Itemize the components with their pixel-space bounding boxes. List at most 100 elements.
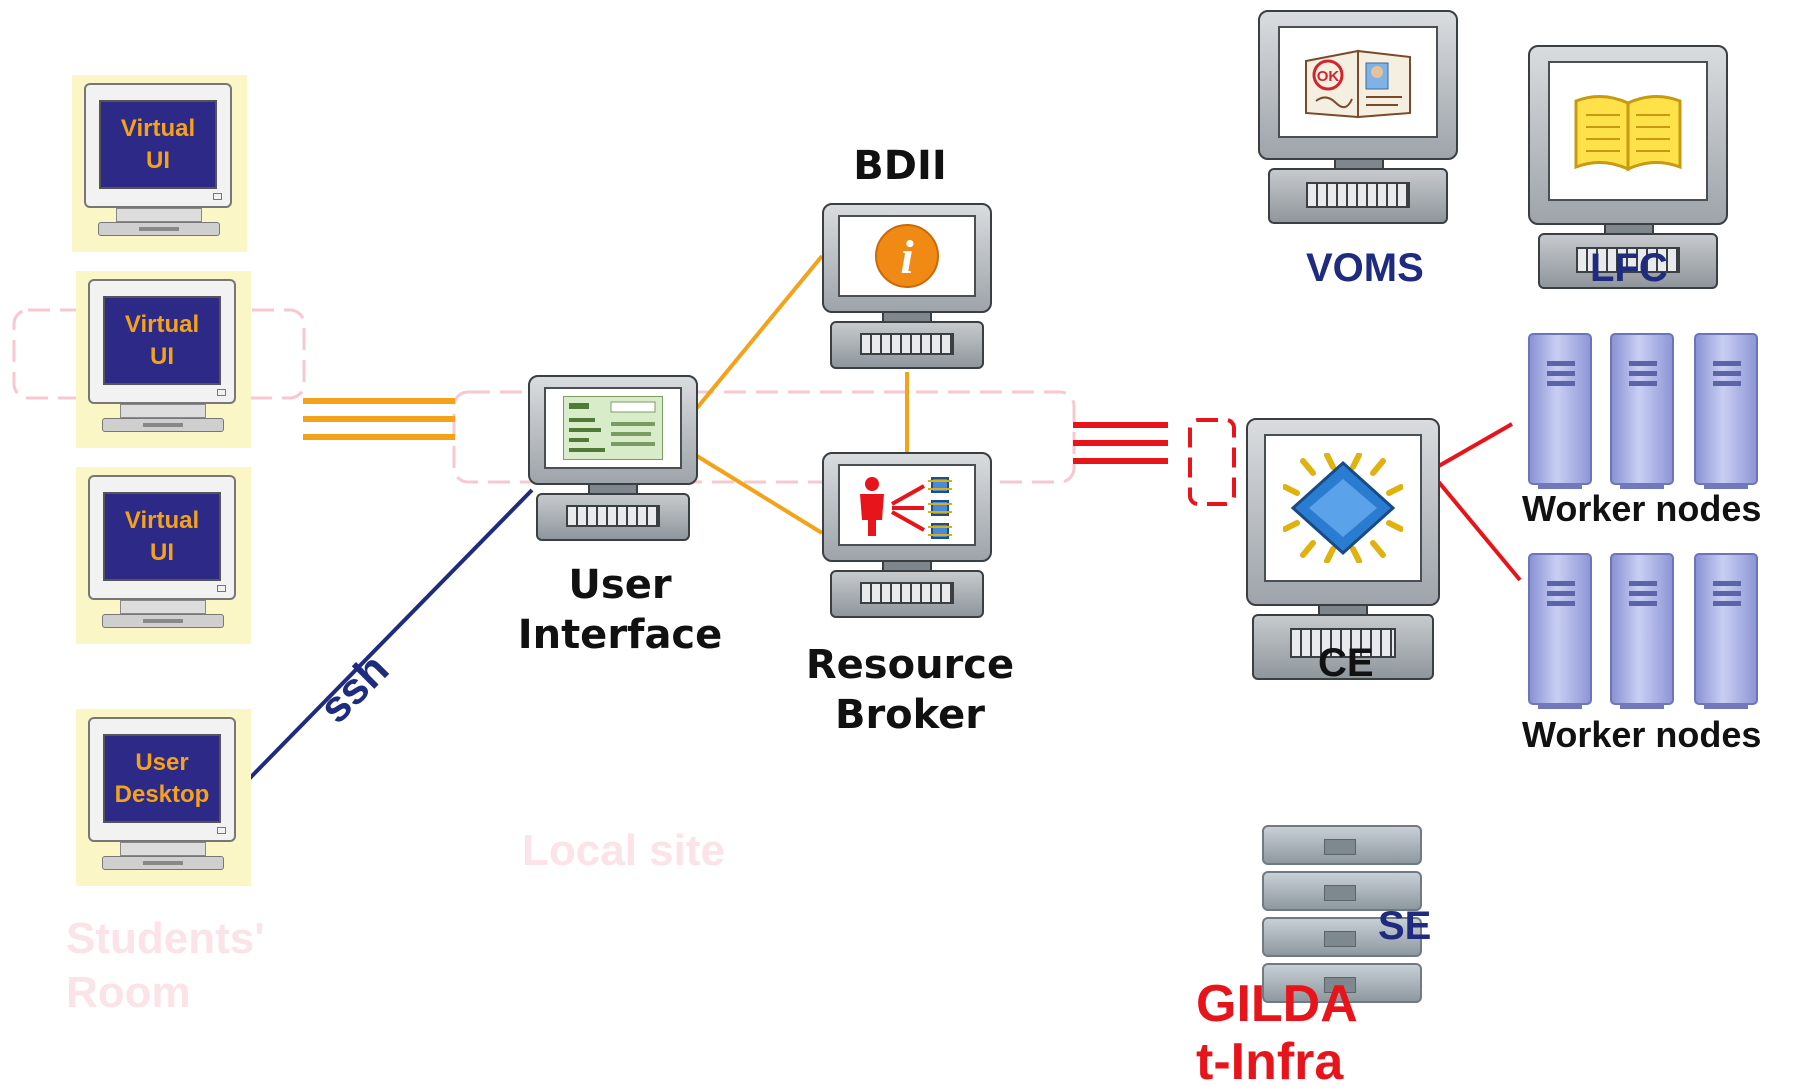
lfc-computer[interactable] [1528, 45, 1728, 290]
form-icon [563, 396, 663, 460]
monitor-bezel: User Desktop [88, 717, 236, 842]
students-room-label: Students' Room [66, 914, 265, 1017]
monitor-neck [120, 842, 206, 856]
drive-slot [1713, 361, 1741, 366]
monitor-base [102, 614, 224, 628]
drive-slot [1629, 361, 1657, 366]
drive-slot [1547, 381, 1575, 386]
drive-slot [1629, 581, 1657, 586]
power-led-icon [213, 193, 222, 200]
drive-slot [1713, 381, 1741, 386]
keyboard [830, 570, 984, 618]
virtual-ui-terminal-3[interactable]: Virtual UI [76, 467, 251, 644]
virtual-ui-terminal-2[interactable]: Virtual UI [76, 271, 251, 448]
bdii-computer[interactable]: i [822, 203, 992, 373]
keyboard-keys [1290, 628, 1396, 658]
server-foot [1620, 703, 1664, 709]
disk-unit [1262, 825, 1422, 865]
server-foot [1620, 483, 1664, 489]
screen [544, 387, 682, 469]
monitor [1528, 45, 1728, 225]
drive-slot [1547, 371, 1575, 376]
broker-icon [860, 477, 952, 539]
ui-links [695, 254, 909, 535]
keyboard [536, 493, 690, 541]
monitor [822, 452, 992, 562]
storage-element[interactable] [1262, 825, 1442, 1035]
keyboard-keys [1306, 182, 1410, 208]
user-interface-label: User Interface [517, 562, 723, 658]
ce-computer[interactable] [1246, 418, 1440, 680]
terminal-screen: Virtual UI [103, 492, 221, 581]
resource-broker-computer[interactable] [822, 452, 992, 622]
monitor-bezel: Virtual UI [84, 83, 232, 208]
user-interface-computer[interactable] [528, 375, 698, 545]
terminal-screen: Virtual UI [103, 296, 221, 385]
monitor [528, 375, 698, 485]
local-site-label: Local site [522, 826, 725, 875]
svg-text:i: i [900, 231, 914, 284]
virtual-ui-label-2: Virtual UI [124, 310, 200, 370]
red-triple-link [1073, 422, 1168, 464]
terminal-screen: User Desktop [103, 734, 221, 823]
virtual-ui-terminal-1[interactable]: Virtual UI [72, 75, 247, 252]
monitor: OK [1258, 10, 1458, 160]
worker-node-server-3[interactable] [1694, 333, 1758, 489]
drive-slot [1629, 591, 1657, 596]
disk-unit [1262, 871, 1422, 911]
monitor-base [102, 418, 224, 432]
book-icon [1574, 95, 1682, 172]
power-led-icon [217, 585, 226, 592]
screen [1548, 61, 1708, 201]
user-desktop-terminal[interactable]: User Desktop [76, 709, 251, 886]
power-led-icon [217, 827, 226, 834]
monitor-neck [120, 600, 206, 614]
ssh-link [246, 488, 534, 782]
monitor [1246, 418, 1440, 606]
server-foot [1538, 703, 1582, 709]
drive-slot [1629, 601, 1657, 606]
voms-computer[interactable]: OK [1258, 10, 1458, 230]
monitor-neck [116, 208, 202, 222]
worker-node-server-4[interactable] [1528, 553, 1592, 709]
ce-label: CE [1318, 641, 1374, 685]
terminal-screen: Virtual UI [99, 100, 217, 189]
chip-icon [1283, 453, 1403, 563]
gilda-region [1188, 418, 1236, 506]
keyboard [830, 321, 984, 369]
svg-text:OK: OK [1317, 68, 1340, 85]
screen: OK [1278, 26, 1438, 138]
keyboard-keys [1576, 247, 1680, 273]
info-icon: i [875, 224, 939, 288]
server-foot [1704, 483, 1748, 489]
drive-slot [1713, 371, 1741, 376]
disk-bay [1324, 977, 1356, 993]
worker-node-server-5[interactable] [1610, 553, 1674, 709]
user-desktop-label: User Desktop [114, 748, 210, 808]
drive-slot [1547, 591, 1575, 596]
keyboard [1252, 614, 1434, 680]
worker-node-server-6[interactable] [1694, 553, 1758, 709]
disk-unit [1262, 963, 1422, 1003]
drive-slot [1629, 381, 1657, 386]
disk-unit [1262, 917, 1422, 957]
drive-slot [1713, 581, 1741, 586]
server-foot [1704, 703, 1748, 709]
worker-node-server-1[interactable] [1528, 333, 1592, 489]
monitor-neck [120, 404, 206, 418]
screen [1264, 434, 1422, 582]
screen [838, 464, 976, 546]
monitor-base [98, 222, 220, 236]
monitor-bezel: Virtual UI [88, 475, 236, 600]
worker-nodes-label-1: Worker nodes [1522, 488, 1762, 529]
worker-nodes-label-2: Worker nodes [1522, 714, 1762, 755]
monitor-base [102, 856, 224, 870]
disk-bay [1324, 931, 1356, 947]
drive-slot [1547, 581, 1575, 586]
worker-node-server-2[interactable] [1610, 333, 1674, 489]
monitor: i [822, 203, 992, 313]
disk-bay [1324, 839, 1356, 855]
drive-slot [1713, 601, 1741, 606]
bdii-label: BDII [853, 143, 947, 189]
